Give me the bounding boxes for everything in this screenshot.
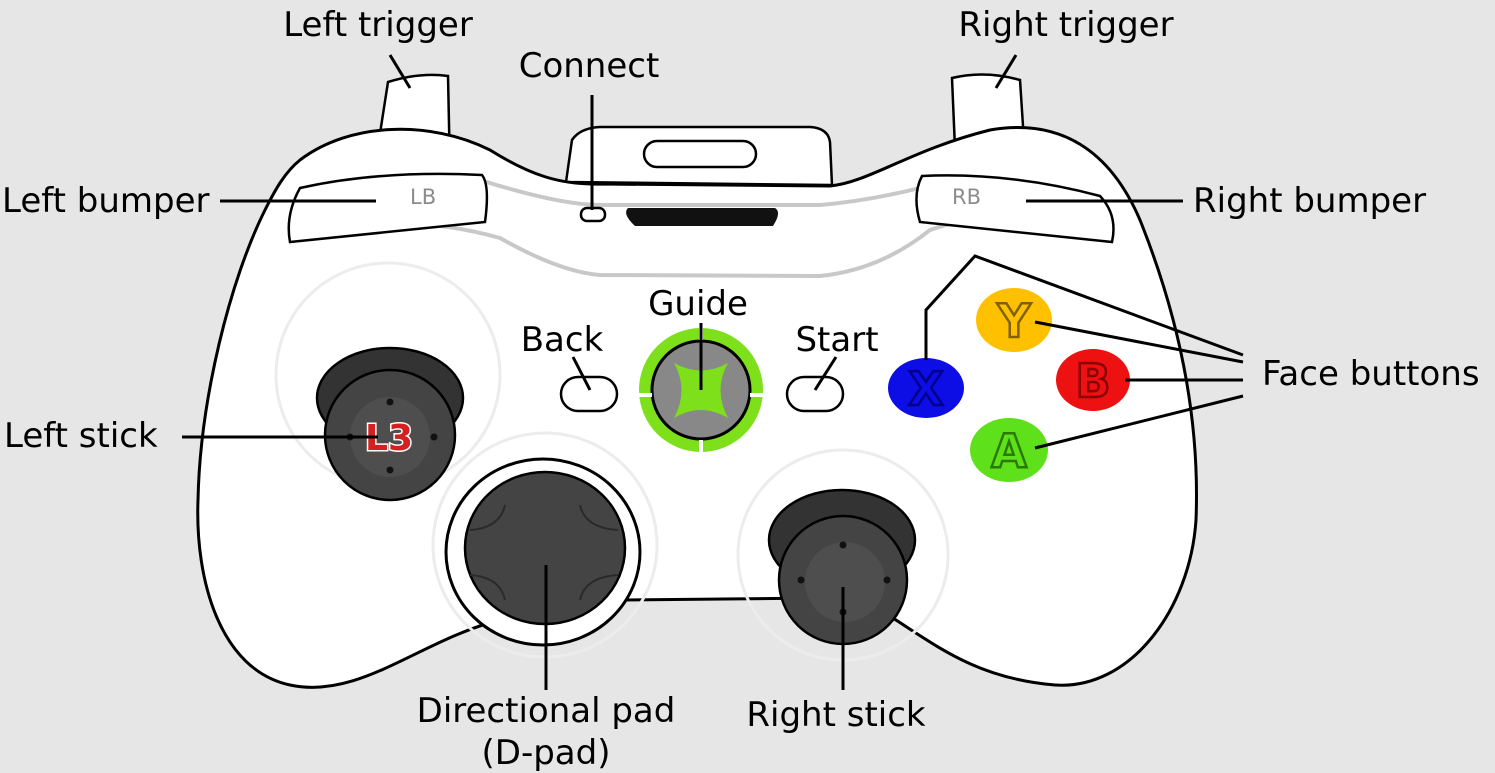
left-bumper: LB bbox=[287, 172, 489, 244]
start-button bbox=[785, 375, 845, 413]
label-left-stick: Left stick bbox=[4, 416, 158, 456]
top-port bbox=[564, 125, 834, 187]
a-button-letter: A bbox=[991, 424, 1027, 478]
left-bumper-label: LB bbox=[410, 185, 436, 209]
a-button: A bbox=[970, 418, 1048, 482]
label-guide: Guide bbox=[648, 284, 748, 324]
y-button-letter: Y bbox=[996, 294, 1031, 348]
b-button: B bbox=[1056, 349, 1130, 411]
ir-window bbox=[626, 208, 779, 226]
label-start: Start bbox=[795, 320, 878, 360]
label-right-trigger: Right trigger bbox=[958, 5, 1173, 45]
label-right-stick: Right stick bbox=[746, 695, 926, 735]
label-back: Back bbox=[521, 320, 604, 360]
leader-lines bbox=[182, 54, 1244, 690]
right-bumper: RB bbox=[915, 174, 1115, 244]
label-left-bumper: Left bumper bbox=[2, 181, 210, 221]
label-right-bumper: Right bumper bbox=[1193, 181, 1426, 221]
right-bumper-label: RB bbox=[952, 185, 981, 209]
x-button-letter: X bbox=[908, 362, 943, 416]
x-button: X bbox=[888, 358, 964, 418]
label-face-buttons: Face buttons bbox=[1262, 354, 1480, 394]
label-dpad-line1: Directional pad bbox=[417, 691, 676, 731]
directional-pad bbox=[444, 457, 642, 647]
b-button-letter: B bbox=[1075, 354, 1110, 408]
label-left-trigger: Left trigger bbox=[283, 5, 473, 45]
label-connect: Connect bbox=[519, 46, 660, 86]
back-button bbox=[559, 375, 619, 413]
y-button: Y bbox=[976, 288, 1052, 352]
label-dpad-line2: (D-pad) bbox=[482, 733, 611, 773]
left-stick: L3 bbox=[315, 346, 465, 502]
